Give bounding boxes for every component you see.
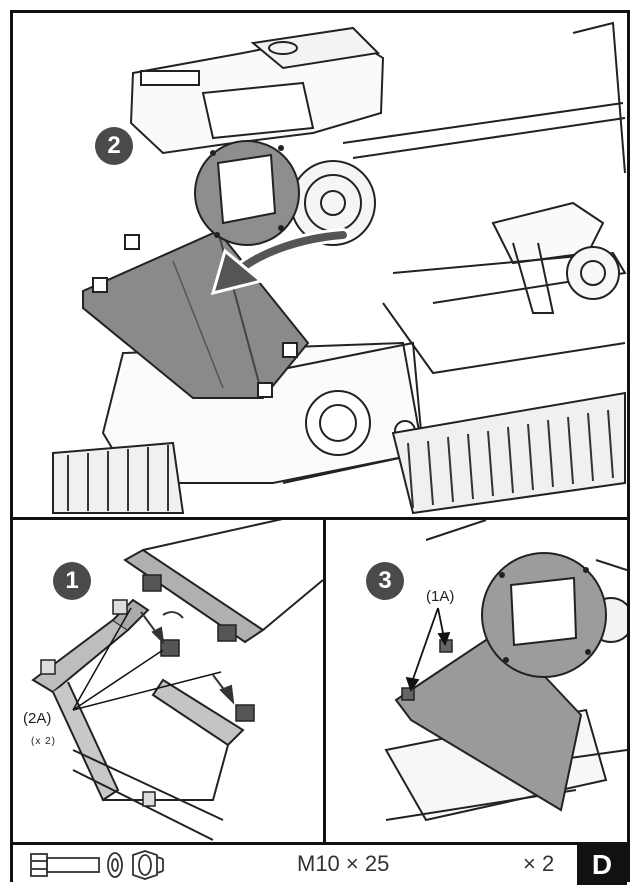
bracket-illustration: [31, 520, 323, 841]
section-letter: D: [577, 845, 627, 885]
hardware-icons: [30, 850, 164, 880]
part-qty-2a: (x 2): [31, 736, 56, 747]
mounted-chute: [394, 552, 607, 812]
hardware-spec: M10 × 25: [297, 851, 390, 876]
step-2-badge: 2: [95, 127, 133, 165]
step-1-panel: 1 (2A) (x 2): [13, 520, 326, 842]
nut-icon: [132, 850, 164, 880]
instruction-sheet: 2: [10, 10, 630, 885]
step-3-panel: 3 (1A): [326, 520, 627, 842]
part-ref-2a: (2A): [23, 710, 52, 727]
hardware-footer: M10 × 25 × 2 D: [13, 842, 627, 885]
chute-mounted-illustration: [384, 520, 627, 822]
machine-illustration: [52, 21, 627, 515]
washer-icon: [107, 852, 123, 878]
direction-arrow: [210, 228, 350, 296]
bolt-icon: [30, 853, 100, 877]
part-ref-1a: (1A): [426, 588, 455, 605]
step-3-badge: 3: [366, 562, 404, 600]
hardware-quantity: × 2: [523, 851, 555, 876]
step-1-badge: 1: [53, 562, 91, 600]
step-2-panel: 2: [13, 13, 627, 520]
chute-plate: [82, 140, 310, 399]
